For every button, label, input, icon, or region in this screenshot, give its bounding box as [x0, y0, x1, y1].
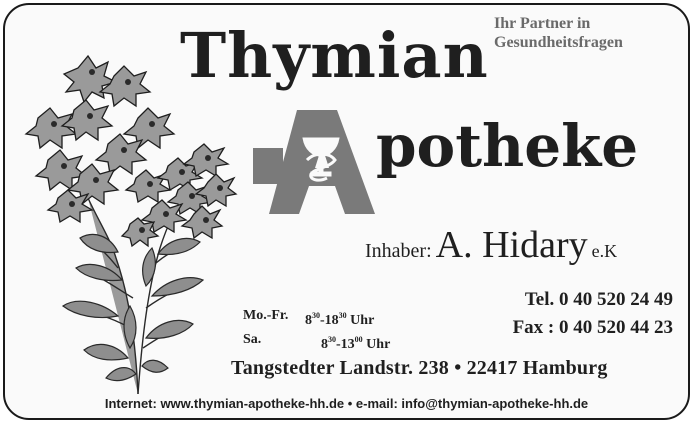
owner-suffix: e.K — [591, 241, 618, 261]
hours-weekday-row: Mo.-Fr. 830-1830 Uhr — [243, 306, 390, 330]
hours-saturday-time: 830-1300 Uhr — [321, 335, 391, 352]
owner-label: Inhaber: — [365, 240, 432, 262]
web-email-contact[interactable]: Internet: www.thymian-apotheke-hh.de • e… — [104, 396, 589, 411]
thyme-plant-icon — [24, 54, 238, 395]
owner-name: A. Hidary — [435, 224, 588, 266]
tagline-line-2: Gesundheitsfragen — [494, 34, 623, 52]
hours-weekday-time: 830-1830 Uhr — [305, 311, 375, 328]
owner-line: Inhaber: A. Hidary e.K — [365, 226, 617, 264]
phone-number[interactable]: Tel. 0 40 520 24 49 — [524, 289, 673, 310]
pharmacy-subtitle: potheke — [376, 112, 639, 180]
pharmacy-title: Thymian — [180, 19, 489, 92]
apotheke-a-logo-icon — [253, 110, 375, 214]
phone-block: Tel. 0 40 520 24 49 Fax : 0 40 520 44 23 — [467, 286, 673, 342]
hours-saturday-label: Sa. — [243, 332, 262, 347]
fax-number: Fax : 0 40 520 44 23 — [512, 317, 673, 338]
hours-weekday-label: Mo.-Fr. — [243, 308, 289, 323]
tagline-line-1: Ihr Partner in — [494, 15, 591, 32]
opening-hours: Mo.-Fr. 830-1830 Uhr Sa. 830-1300 Uhr — [243, 306, 390, 354]
hours-saturday-row: Sa. 830-1300 Uhr — [243, 330, 390, 354]
address: Tangstedter Landstr. 238 • 22417 Hamburg — [231, 357, 608, 379]
tagline: Ihr Partner in Gesundheitsfragen — [494, 14, 623, 52]
